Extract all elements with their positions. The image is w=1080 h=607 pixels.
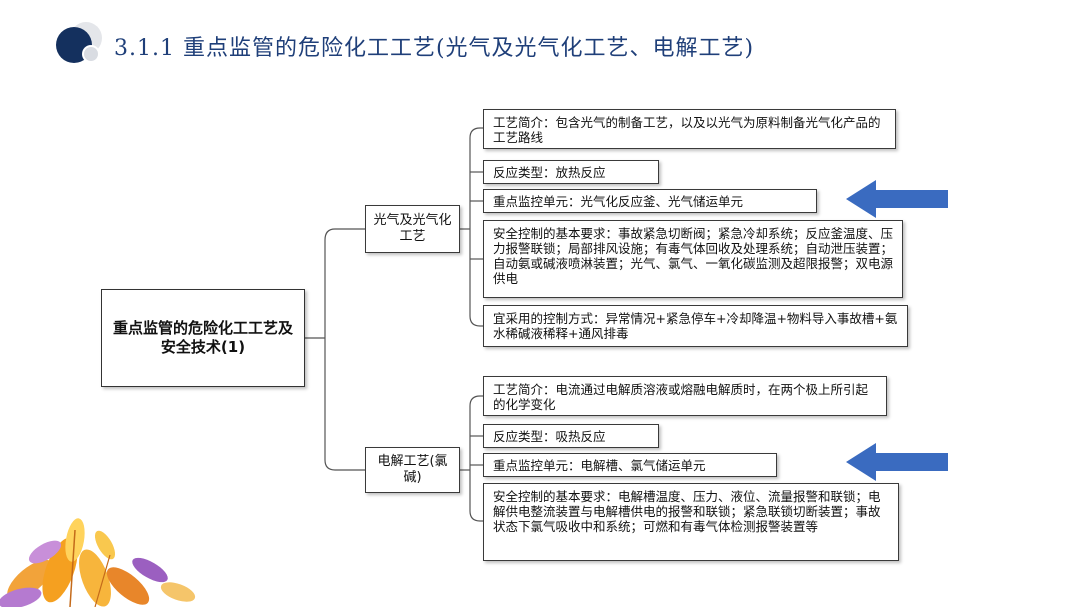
phosgene-monitoring-unit: 重点监控单元：光气化反应釜、光气储运单元 [483,189,817,213]
phosgene-control-method: 宜采用的控制方式：异常情况+紧急停车+冷却降温+物料导入事故槽+氨水稀碱液稀释+… [483,305,908,347]
decorative-leaves-icon [0,518,196,607]
branch-label: 电解工艺(氯碱) [377,454,448,485]
electrolysis-reaction-type: 反应类型：吸热反应 [483,424,659,448]
root-label: 重点监管的危险化工工艺及安全技术(1) [112,319,293,356]
electrolysis-safety-requirements: 安全控制的基本要求：电解槽温度、压力、液位、流量报警和联锁；电解供电整流装置与电… [483,483,899,561]
logo-icon [56,22,102,63]
electrolysis-process-intro: 工艺简介：电流通过电解质溶液或熔融电解质时，在两个极上所引起的化学变化 [483,376,887,416]
phosgene-process-intro: 工艺简介：包含光气的制备工艺，以及以光气为原料制备光气化产品的工艺路线 [483,109,896,149]
phosgene-safety-requirements: 安全控制的基本要求：事故紧急切断阀；紧急冷却系统；反应釜温度、压力报警联锁；局部… [483,220,903,298]
phosgene-reaction-type: 反应类型：放热反应 [483,160,659,184]
slide-title: 3.1.1 重点监管的危险化工工艺(光气及光气化工艺、电解工艺) [114,36,755,61]
mindmap-root: 重点监管的危险化工工艺及安全技术(1) [101,289,305,387]
arrow-left-icon [846,443,948,481]
branch-label: 光气及光气化工艺 [373,213,452,244]
branch-electrolysis: 电解工艺(氯碱) [365,447,460,493]
arrow-left-icon [846,180,948,218]
electrolysis-monitoring-unit: 重点监控单元：电解槽、氯气储运单元 [483,453,777,477]
branch-phosgene: 光气及光气化工艺 [365,205,460,253]
